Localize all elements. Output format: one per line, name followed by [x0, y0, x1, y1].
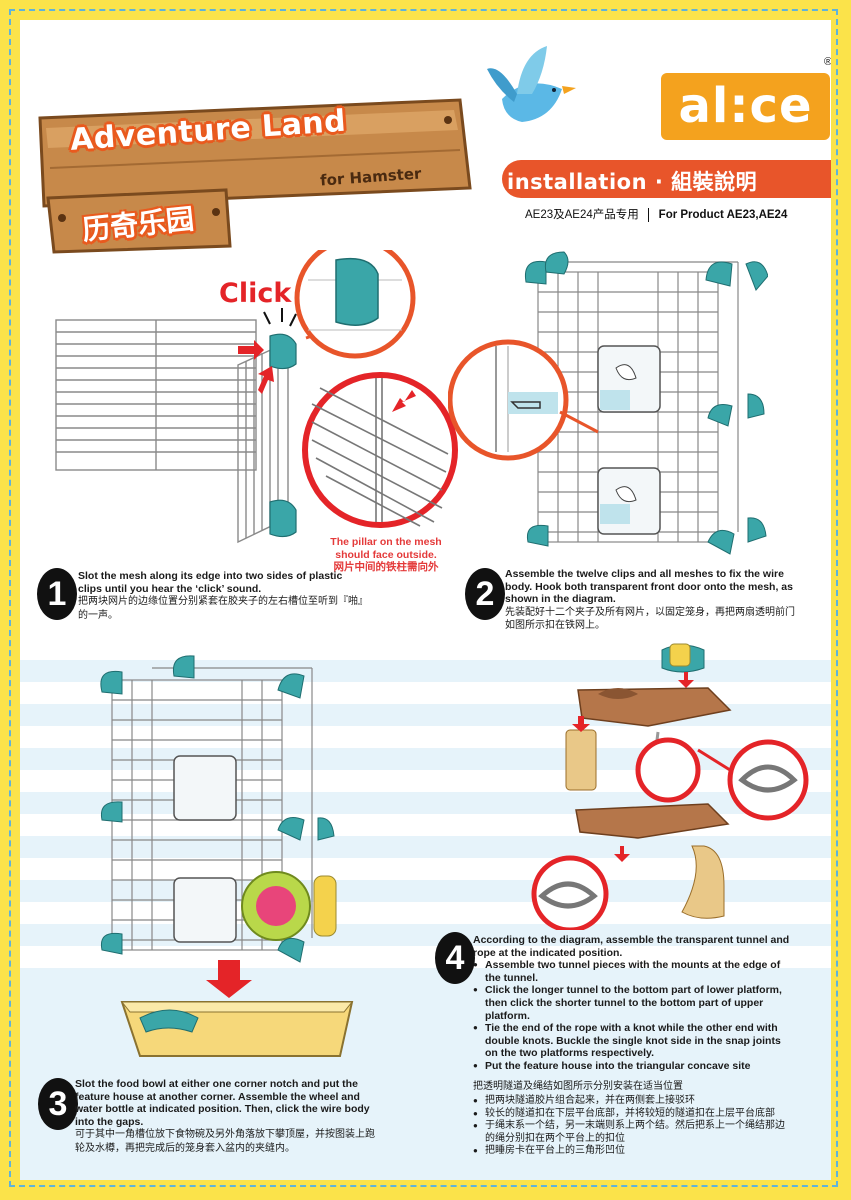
step4-bullets-en: Assemble two tunnel pieces with the moun… — [473, 959, 793, 1072]
step4-bullet-cn: 把两块隧道胶片组合起来，并在两侧套上接驳环 — [473, 1095, 793, 1108]
step4-bullet-en: Click the longer tunnel to the bottom pa… — [473, 984, 793, 1022]
registered-mark: ® — [824, 56, 831, 68]
step2-text: Assemble the twelve clips and all meshes… — [505, 568, 799, 633]
installation-banner-text: installation · 組裝說明 — [507, 170, 758, 194]
step3-text: Slot the food bowl at either one corner … — [75, 1078, 375, 1155]
product-line: AE23及AE24产品专用 For Product AE23,AE24 — [525, 206, 787, 222]
step2-number: 2 — [465, 568, 505, 620]
pillar-note: The pillar on the mesh should face outsi… — [320, 536, 452, 574]
sheet: Adventure Land for Hamster 历奇乐园 al:ce ® … — [20, 20, 831, 1180]
step4-bullet-cn: 较长的隧道扣在下层平台底部，并将较短的隧道扣在上层平台底部 — [473, 1108, 793, 1121]
step3-cage-assembly-illustration — [100, 655, 354, 1057]
pillar-note-cn: 网片中间的铁柱需向外 — [333, 561, 439, 573]
step3-text-en: Slot the food bowl at either one corner … — [75, 1078, 370, 1128]
step1-number: 1 — [37, 568, 77, 620]
step4-bullet-en: Assemble two tunnel pieces with the moun… — [473, 959, 793, 984]
step1-text: Slot the mesh along its edge into two si… — [78, 570, 368, 622]
product-cn: AE23及AE24产品专用 — [525, 209, 639, 221]
step4-bullets-cn: 把两块隧道胶片组合起来，并在两侧套上接驳环 较长的隧道扣在下层平台底部，并将较短… — [473, 1095, 793, 1158]
step4-intro-cn: 把透明隧道及绳结如图所示分别安装在适当位置 — [473, 1080, 683, 1092]
step4-text: According to the diagram, assemble the t… — [473, 934, 793, 1158]
step4-bullet-en: Put the feature house into the triangula… — [473, 1060, 793, 1073]
step3-text-cn: 可于其中一角槽位放下食物碗及另外角落放下攀顶屋，并按图装上跑轮及水樽，再把完成后… — [75, 1129, 375, 1154]
step1-text-en: Slot the mesh along its edge into two si… — [78, 570, 343, 595]
step2-text-cn: 先装配好十二个夹子及所有网片，以固定笼身，再把两扇透明前门如图所示扣在铁网上。 — [505, 606, 795, 632]
step1-mesh-illustration — [55, 250, 458, 544]
step1-text-cn: 把两块网片的边缘位置分别紧套在胶夹子的左右槽位至听到『啪』的一声。 — [78, 596, 368, 621]
step4-intro-en: According to the diagram, assemble the t… — [473, 934, 790, 959]
step4-bullet-en: Tie the end of the rope with a knot whil… — [473, 1022, 793, 1060]
installation-banner — [502, 160, 831, 198]
step2-cage-illustration — [448, 251, 768, 555]
wood-sign-illustration — [38, 98, 472, 254]
step4-platform-illustration — [531, 643, 809, 930]
step4-bullet-cn: 把睡房卡在平台上的三角形凹位 — [473, 1145, 793, 1158]
bird-icon — [487, 46, 576, 122]
brand-logo-box — [661, 73, 830, 140]
step3-number: 3 — [38, 1078, 78, 1130]
step4-bullet-cn: 于绳末系一个结，另一末端则系上两个结。然后把系上一个绳结那边的绳分别扣在两个平台… — [473, 1120, 793, 1145]
pillar-note-en: The pillar on the mesh should face outsi… — [330, 536, 442, 561]
brand-logo: al:ce — [678, 78, 813, 134]
product-en: For Product AE23,AE24 — [658, 209, 788, 221]
step2-text-en: Assemble the twelve clips and all meshes… — [505, 568, 793, 606]
step4-number: 4 — [435, 932, 475, 984]
click-label: Click — [219, 278, 292, 309]
